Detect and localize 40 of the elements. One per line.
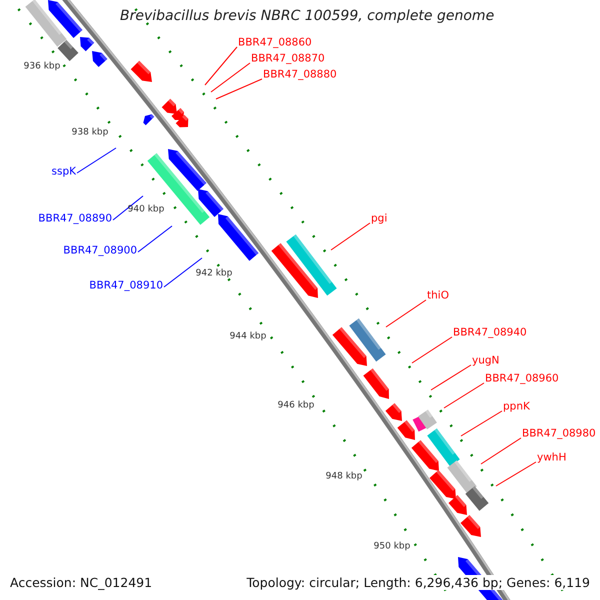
- gene-label: BBR47_08900: [63, 244, 137, 258]
- gene-label: thiO: [427, 290, 449, 302]
- scale-label: 948 kbp: [326, 472, 362, 482]
- scale-label: 938 kbp: [72, 128, 108, 138]
- gene-label: ywhH: [537, 452, 566, 464]
- gene-label: BBR47_08880: [263, 68, 337, 82]
- scale-label: 936 kbp: [24, 62, 60, 72]
- gene-label: pgi: [371, 212, 388, 226]
- leader-line: [204, 46, 238, 86]
- leader-line: [112, 196, 144, 220]
- gene-label: BBR47_08890: [38, 212, 112, 226]
- leader-line: [330, 222, 370, 250]
- leader-line: [460, 410, 502, 436]
- leader-line: [430, 364, 472, 390]
- leader-line: [412, 336, 452, 364]
- scale-label: 950 kbp: [374, 542, 410, 552]
- leader-line: [216, 78, 262, 100]
- accession-text: Accession: NC_012491: [10, 575, 152, 590]
- leader-line: [76, 148, 116, 174]
- gene-label: BBR47_08980: [522, 428, 596, 440]
- leader-line: [138, 226, 172, 252]
- gene-label: BBR47_08940: [453, 326, 527, 340]
- gene-label: BBR47_08860: [238, 36, 312, 50]
- scale-label: 942 kbp: [196, 268, 232, 280]
- gene-label: BBR47_08870: [251, 52, 325, 66]
- scale-label: 944 kbp: [230, 332, 266, 342]
- title: Brevibacillus brevis NBRC 100599, complete genome: [120, 8, 494, 24]
- gene-label: BBR47_08960: [485, 372, 559, 386]
- gene-label: BBR47_08910: [89, 280, 163, 292]
- gene-label: sspK: [52, 166, 76, 178]
- gene-label: yugN: [472, 354, 500, 368]
- leader-line: [444, 382, 484, 408]
- leader-line: [164, 258, 202, 288]
- scale-label: 946 kbp: [278, 400, 314, 412]
- leader-line: [480, 438, 522, 464]
- leader-line: [210, 62, 250, 92]
- scale-label: 940 kbp: [128, 204, 164, 216]
- leader-line: [496, 462, 536, 486]
- gene-label: ppnK: [503, 400, 530, 414]
- leader-line: [386, 300, 426, 328]
